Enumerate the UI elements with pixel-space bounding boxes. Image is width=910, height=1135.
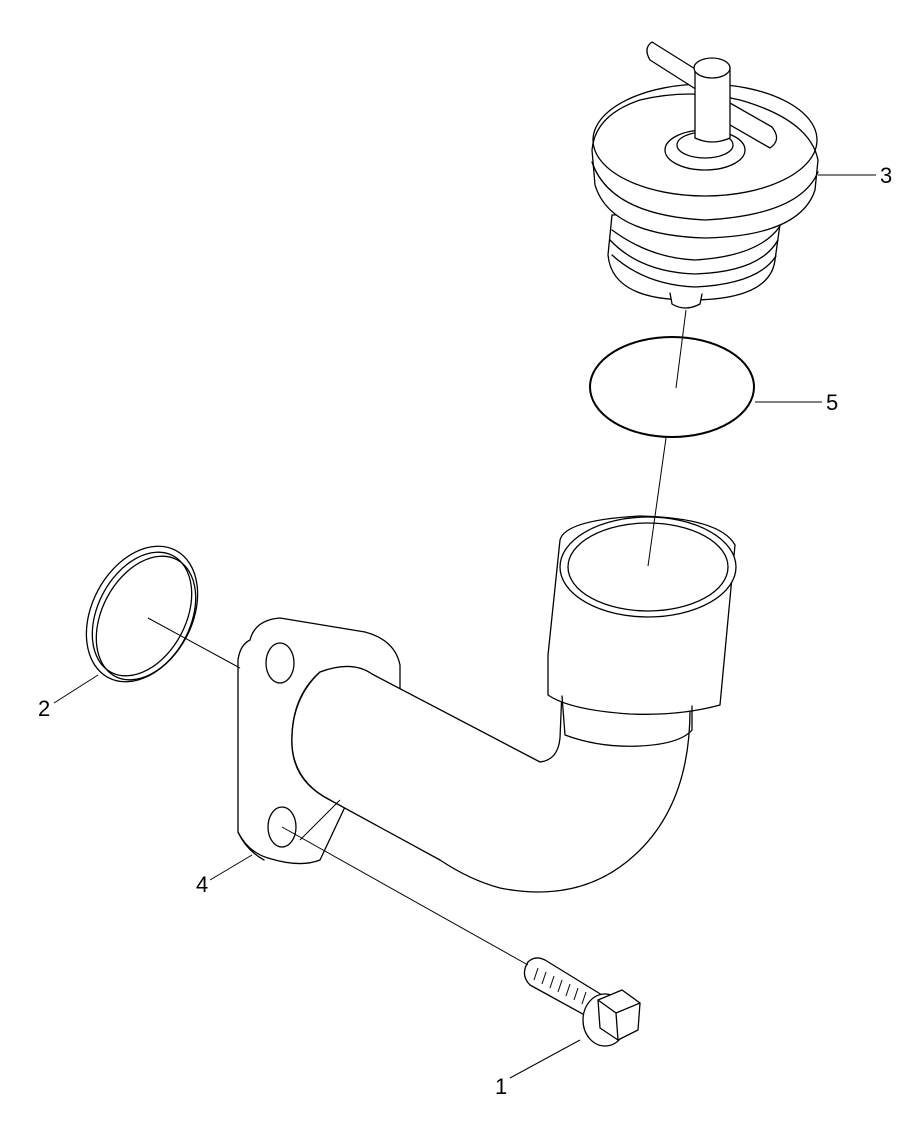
assembly-line-ring: [647, 437, 667, 567]
part-label-4: 4: [196, 872, 208, 897]
part-label-5: 5: [826, 390, 838, 415]
flange-bolt-part: [523, 957, 641, 1047]
part-label-3: 3: [880, 163, 892, 188]
gasket-ring-part: [85, 545, 199, 683]
assembly-line-bolt: [281, 826, 529, 966]
elbow-pipe-part: [237, 515, 737, 893]
o-ring-part: [589, 336, 755, 438]
leader-line-1: [509, 1039, 581, 1079]
thermostat-cap-part: [591, 41, 819, 309]
assembly-line-cap: [675, 309, 687, 389]
assembly-line-gasket: [147, 617, 241, 669]
leader-line-4: [209, 854, 253, 881]
leader-lines: [53, 174, 876, 1079]
socket-rim: [559, 516, 737, 618]
assembly-line-pipe: [299, 799, 341, 841]
flange-hole-top: [265, 642, 295, 684]
part-label-2: 2: [38, 696, 50, 721]
leader-line-2: [53, 674, 99, 704]
part-label-1: 1: [495, 1074, 507, 1099]
